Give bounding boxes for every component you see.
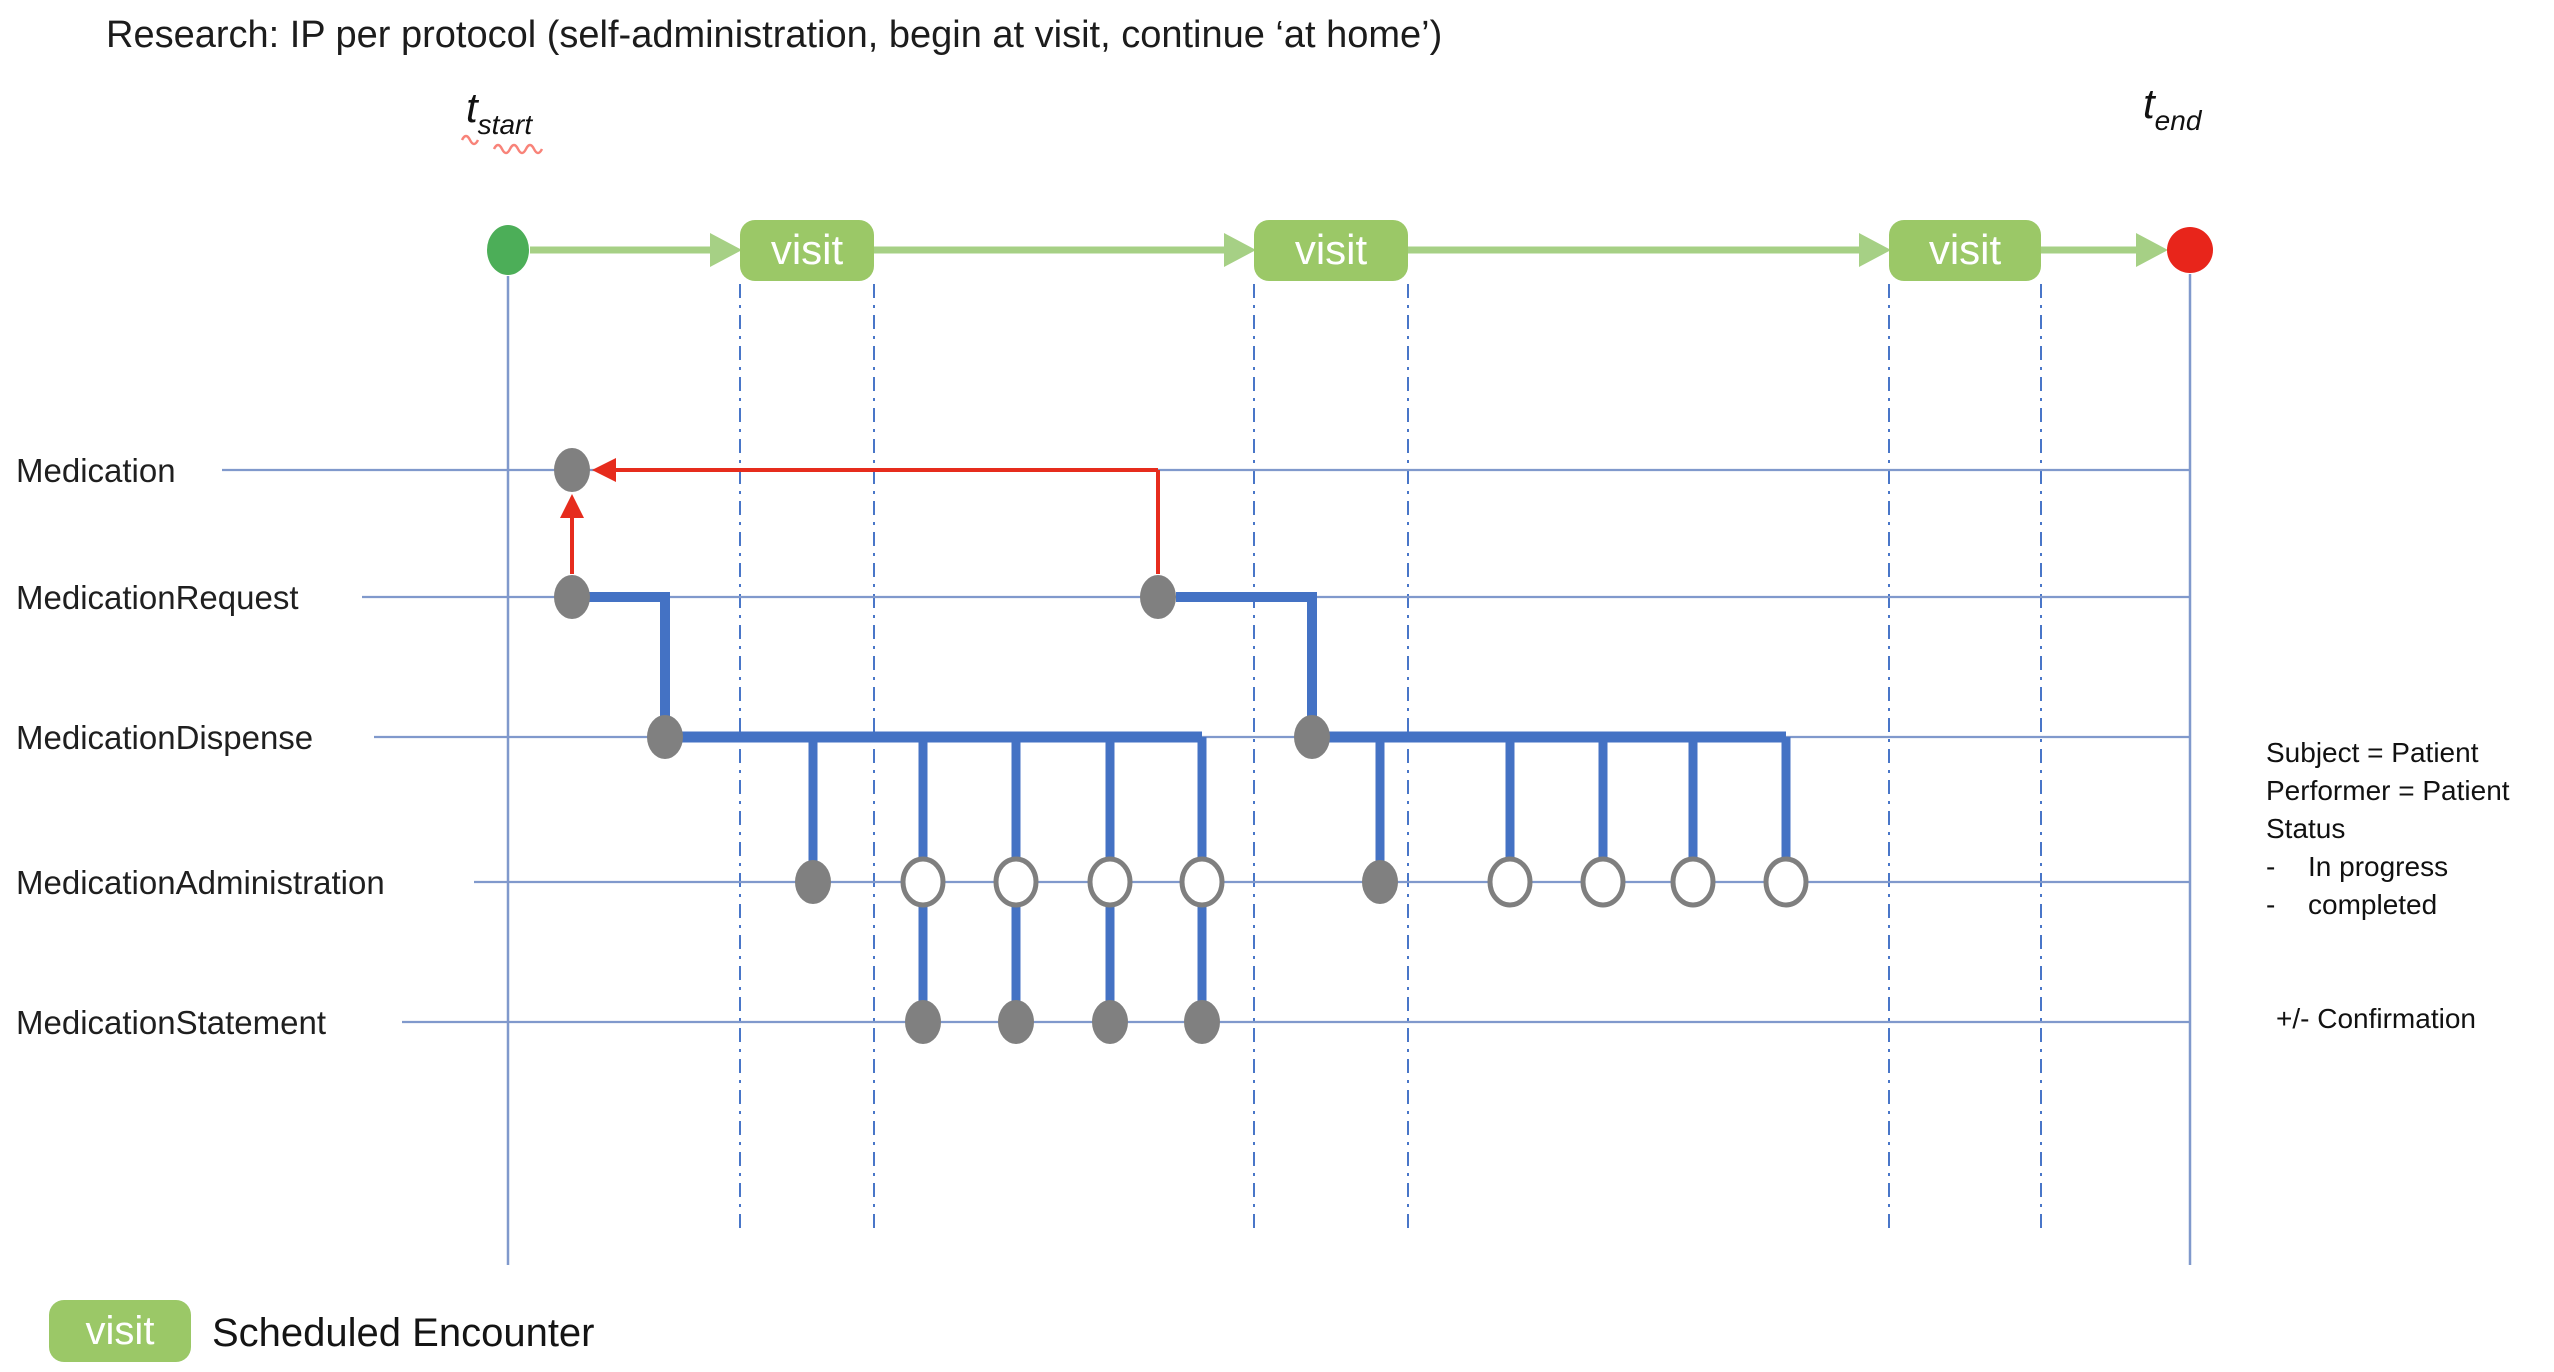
encounter-timeline: visit visit visit [487,220,2213,281]
visit3-box [1889,220,2041,281]
legend-visit-badge [49,1300,191,1362]
medication-dispense-dot [1294,715,1330,759]
legend-visit-badge-label: visit [86,1309,155,1353]
medication-administration-open-circle [900,856,946,908]
medication-administration-completed-dot [1362,860,1398,904]
note-performer: Performer = Patient [2266,775,2510,806]
spellcheck-squiggle [460,134,480,146]
row-label-medication-statement: MedicationStatement [16,1004,326,1041]
workflow-connectors [588,592,1791,1020]
medication-request-dot [1140,575,1176,619]
right-arrowhead [1224,233,1256,267]
note-completed: - completed [2266,889,2437,920]
request1-to-dispense1-connector [588,592,670,737]
bullet-dash: - [2266,851,2275,882]
medication-reference-arrows [560,458,1160,574]
medication-administration-open-circle [1670,856,1716,908]
medication-administration-open-circle [1580,856,1626,908]
t-end-subscript: end [2155,105,2203,136]
medication-administration-open-circle [1179,856,1225,908]
medication-administration-open-circle [1487,856,1533,908]
t-start-base: t [466,84,480,131]
visit1-box [740,220,874,281]
medication-dot [554,448,590,492]
right-arrowhead [1859,233,1891,267]
legend-label: Scheduled Encounter [212,1311,595,1355]
visit2-label: visit [1295,226,1368,273]
row-label-medication: Medication [16,452,176,489]
medication-administration-open-circle [1087,856,1133,908]
visit2-box [1254,220,1408,281]
right-arrowhead [2136,233,2168,267]
left-arrowhead [592,458,616,482]
note-subject: Subject = Patient [2266,737,2479,768]
study-end-dot [2167,227,2213,273]
study-start-dot [487,225,529,275]
row-label-medication-request: MedicationRequest [16,579,299,616]
note-confirmation: +/- Confirmation [2276,1003,2476,1034]
bullet-dash: - [2266,889,2275,920]
medication-request-dot [554,575,590,619]
t-start-subscript: start [478,109,534,140]
note-in-progress-text: In progress [2308,851,2448,882]
medication-statement-dot [998,1000,1034,1044]
page-title: Research: IP per protocol (self-administ… [106,14,1442,56]
medication-administration-open-circle [1763,856,1809,908]
row-label-medication-administration: MedicationAdministration [16,864,385,901]
note-completed-text: completed [2308,889,2437,920]
legend: visit Scheduled Encounter [49,1300,595,1362]
up-arrowhead [560,494,584,518]
medication-administration-open-circle [993,856,1039,908]
t-start-label: tstart [466,84,533,140]
resource-row-labels: Medication MedicationRequest MedicationD… [16,452,385,1041]
medication-statement-dot [1184,1000,1220,1044]
resource-row-lines [222,468,2190,1024]
medication-statement-dot [905,1000,941,1044]
right-arrowhead [710,233,742,267]
status-notes: Subject = Patient Performer = Patient St… [2266,737,2510,1034]
request2-to-dispense2-connector [1176,592,1317,737]
t-end-label: tend [2143,80,2203,136]
visit1-label: visit [771,226,844,273]
visit-window-guides [739,284,2042,1232]
spellcheck-squiggle [492,143,544,155]
visit3-label: visit [1929,226,2002,273]
completed-event-dots [554,448,1398,1044]
note-in-progress: - In progress [2266,851,2448,882]
in-progress-event-circles [900,856,1809,908]
note-status: Status [2266,813,2345,844]
medication-statement-dot [1092,1000,1128,1044]
t-end-base: t [2143,80,2157,127]
medication-administration-completed-dot [795,860,831,904]
medication-dispense-dot [647,715,683,759]
row-label-medication-dispense: MedicationDispense [16,719,313,756]
